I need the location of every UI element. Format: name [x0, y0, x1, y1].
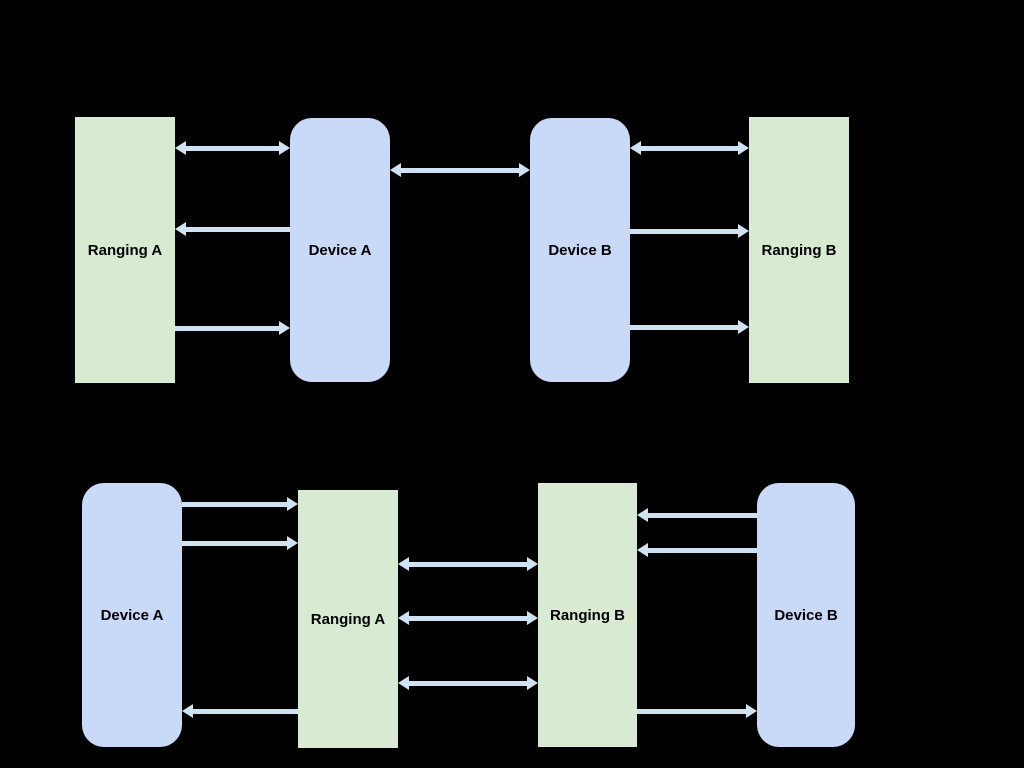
- arrowhead-right-icon: [527, 611, 538, 625]
- arrowhead-right-icon: [738, 224, 749, 238]
- arrow-line: [182, 540, 289, 546]
- top-device-a-label: Device A: [308, 241, 372, 259]
- bottom-device-b-label: Device B: [774, 606, 838, 624]
- arrowhead-right-icon: [738, 320, 749, 334]
- top-device-a-box: Device A: [290, 118, 390, 382]
- arrowhead-left-icon: [398, 611, 409, 625]
- bottom-device-a-box: Device A: [82, 483, 182, 747]
- arrowhead-right-icon: [279, 321, 290, 335]
- arrowhead-left-icon: [182, 704, 193, 718]
- arrow-line: [175, 325, 281, 331]
- top-ranging-a-label: Ranging A: [87, 241, 163, 259]
- arrowhead-left-icon: [398, 676, 409, 690]
- arrowhead-right-icon: [519, 163, 530, 177]
- arrow-line: [630, 228, 740, 234]
- top-ranging-b-box: Ranging B: [749, 117, 849, 383]
- arrowhead-left-icon: [390, 163, 401, 177]
- bottom-ranging-a-label: Ranging A: [310, 610, 386, 628]
- arrow-line: [407, 615, 529, 621]
- arrow-line: [407, 680, 529, 686]
- arrow-line: [646, 547, 757, 553]
- arrow-line: [399, 167, 521, 173]
- arrow-line: [639, 145, 740, 151]
- arrow-line: [637, 708, 748, 714]
- arrowhead-right-icon: [746, 704, 757, 718]
- arrowhead-right-icon: [738, 141, 749, 155]
- arrowhead-left-icon: [175, 222, 186, 236]
- arrowhead-left-icon: [398, 557, 409, 571]
- arrow-line: [191, 708, 298, 714]
- top-ranging-b-label: Ranging B: [761, 241, 837, 259]
- arrowhead-left-icon: [630, 141, 641, 155]
- top-ranging-a-box: Ranging A: [75, 117, 175, 383]
- arrow-line: [407, 561, 529, 567]
- arrow-line: [646, 512, 757, 518]
- bottom-ranging-b-box: Ranging B: [538, 483, 637, 747]
- arrow-line: [182, 501, 289, 507]
- arrowhead-right-icon: [527, 676, 538, 690]
- arrowhead-right-icon: [279, 141, 290, 155]
- arrowhead-right-icon: [287, 536, 298, 550]
- arrow-line: [184, 226, 290, 232]
- arrowhead-right-icon: [527, 557, 538, 571]
- arrowhead-right-icon: [287, 497, 298, 511]
- arrowhead-left-icon: [175, 141, 186, 155]
- bottom-ranging-b-label: Ranging B: [550, 606, 625, 624]
- top-device-b-box: Device B: [530, 118, 630, 382]
- arrow-line: [184, 145, 281, 151]
- bottom-device-a-label: Device A: [100, 606, 164, 624]
- arrowhead-left-icon: [637, 543, 648, 557]
- arrowhead-left-icon: [637, 508, 648, 522]
- arrow-line: [630, 324, 740, 330]
- bottom-device-b-box: Device B: [757, 483, 855, 747]
- bottom-ranging-a-box: Ranging A: [298, 490, 398, 748]
- top-device-b-label: Device B: [548, 241, 612, 259]
